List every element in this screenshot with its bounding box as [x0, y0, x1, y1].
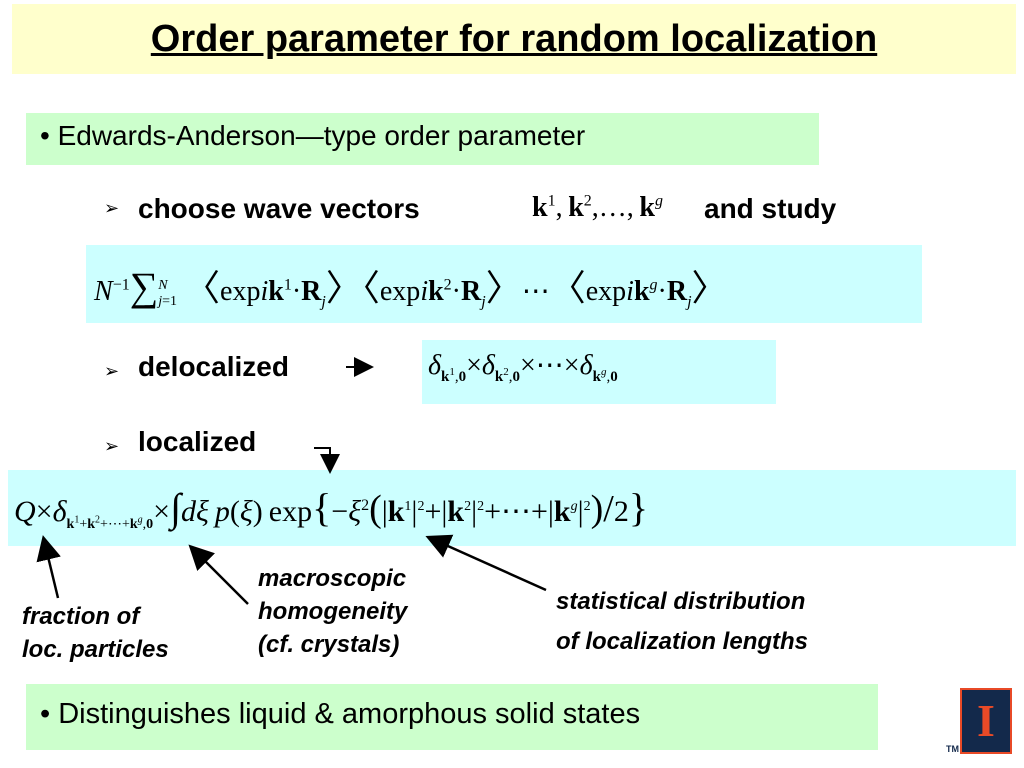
main-bullet-box: • Edwards-Anderson—type order parameter [26, 113, 819, 165]
sub-bullet-marker: ➢ [104, 198, 120, 218]
sub-bullet-marker: ➢ [104, 361, 120, 381]
title-banner: Order parameter for random localization [12, 4, 1016, 74]
and-study-text: and study [704, 193, 837, 224]
localized-text: localized [138, 426, 257, 457]
delocalized-formula: δk1,0×δk2,0×⋯×δkg,0 [428, 350, 618, 385]
statistical-annotation: statistical distribution of localization… [556, 588, 809, 655]
choose-wave-vectors-text: choose wave vectors [138, 193, 420, 224]
wave-vectors-formula: k1, k2,…, kg [532, 192, 663, 223]
fraction-annotation: fraction of loc. particles [22, 603, 169, 663]
slide-title: Order parameter for random localization [150, 18, 878, 60]
localized-formula: Q×δk1+k2+⋯+kg,0×∫dξ p(ξ) exp{−ξ2(|k1|2+|… [14, 485, 649, 532]
sub-bullet-marker: ➢ [104, 436, 120, 456]
macroscopic-annotation: macroscopic homogeneity (cf. crystals) [258, 565, 408, 658]
delocalized-formula-box: δk1,0×δk2,0×⋯×δkg,0 [422, 340, 776, 404]
logo-letter: I [977, 695, 995, 746]
statistical-arrow [425, 534, 547, 592]
logo-caption: TM [946, 744, 959, 754]
university-logo: I [960, 688, 1012, 754]
macroscopic-arrow [188, 544, 249, 605]
fraction-arrow [36, 535, 61, 599]
last-bullet-box: • Distinguishes liquid & amorphous solid… [26, 684, 878, 750]
main-bullet-text: • Edwards-Anderson—type order parameter [40, 120, 586, 151]
delocalized-text: delocalized [138, 351, 289, 382]
localized-arrow [314, 447, 340, 474]
localized-formula-box: Q×δk1+k2+⋯+kg,0×∫dξ p(ξ) exp{−ξ2(|k1|2+|… [8, 470, 1016, 546]
last-bullet-text: • Distinguishes liquid & amorphous solid… [40, 698, 641, 730]
